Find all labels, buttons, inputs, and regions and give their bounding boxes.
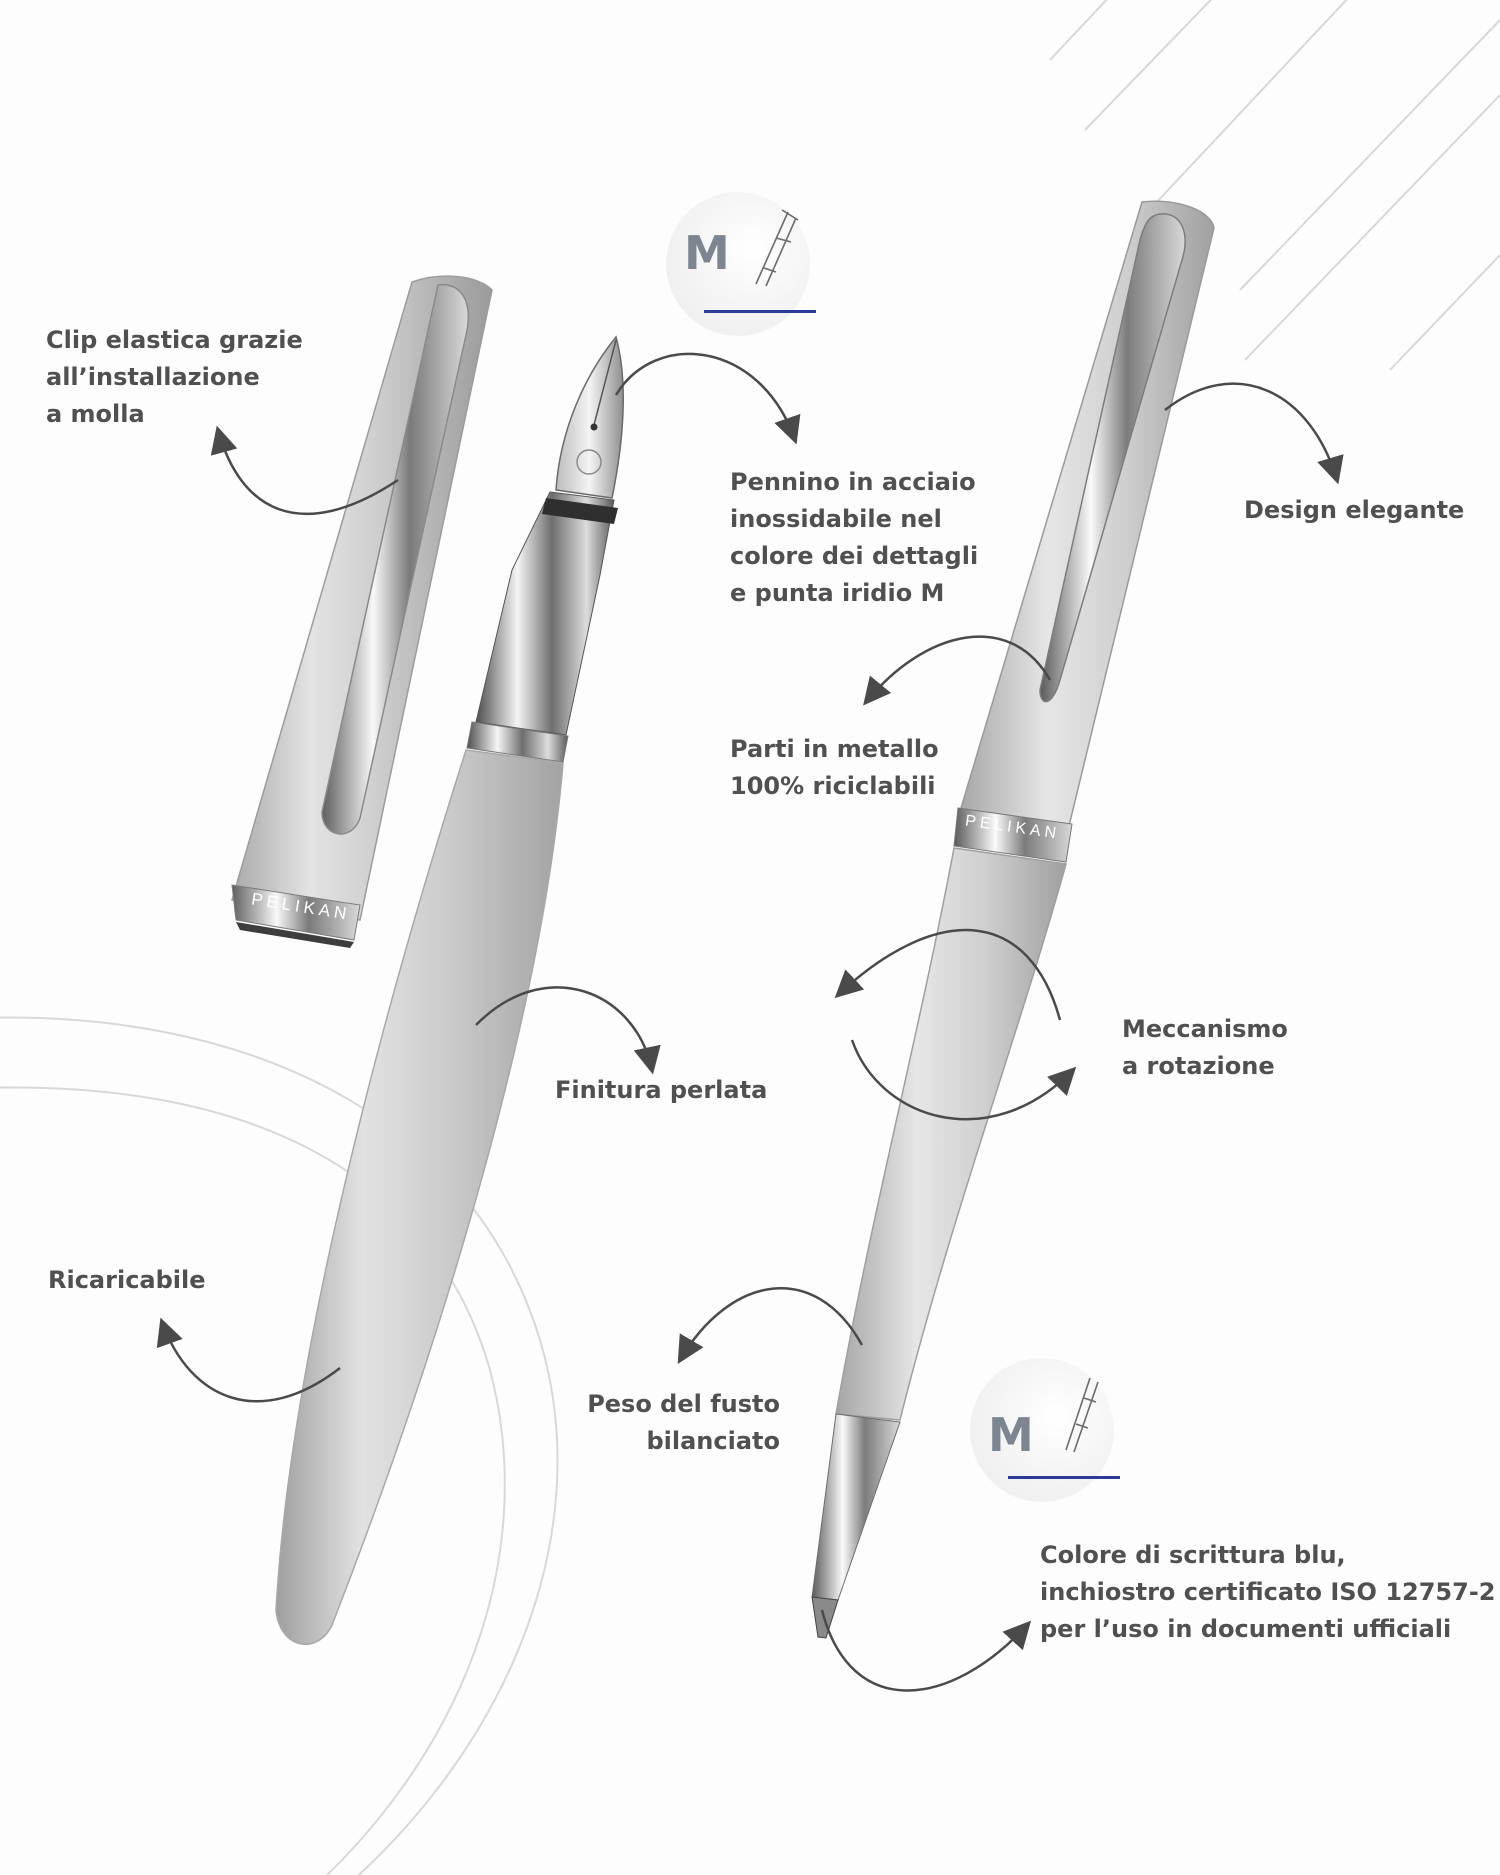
badge-underline <box>1008 1476 1120 1479</box>
refill-size-letter: M <box>988 1408 1034 1462</box>
label-mechanism: Meccanismo a rotazione <box>1122 1015 1288 1080</box>
arrow-ink <box>820 1609 1032 1692</box>
nib-size-letter: M <box>684 226 730 280</box>
nib-size-badge-ballpoint: M <box>970 1358 1120 1502</box>
badge-underline <box>704 310 816 313</box>
label-weight: Peso del fusto bilanciato <box>587 1390 780 1455</box>
label-finish: Finitura perlata <box>555 1076 768 1104</box>
label-ink: Colore di scrittura blu, inchiostro cert… <box>1040 1541 1496 1643</box>
arrow-nib <box>614 352 801 445</box>
refill-sketch-icon <box>1065 1377 1099 1453</box>
label-clip: Clip elastica grazie all’installazione a… <box>46 326 303 428</box>
arrow-metal <box>863 635 1052 706</box>
arrow-refillable <box>156 1317 341 1403</box>
label-refillable: Ricaricabile <box>48 1266 206 1294</box>
label-metal: Parti in metallo 100% riciclabili <box>730 735 939 800</box>
arrow-design <box>1164 382 1344 485</box>
label-nib: Pennino in acciaio inossidabile nel colo… <box>730 468 979 607</box>
nib-sketch-icon <box>755 209 799 287</box>
arrow-mechanism-bottom <box>850 1039 1077 1121</box>
arrow-finish <box>475 986 661 1075</box>
arrow-clip <box>210 425 399 516</box>
arrow-mechanism-top <box>834 928 1062 1021</box>
label-design: Design elegante <box>1244 496 1465 524</box>
arrow-weight <box>677 1287 864 1364</box>
nib-size-badge-fountain: M <box>666 192 816 336</box>
